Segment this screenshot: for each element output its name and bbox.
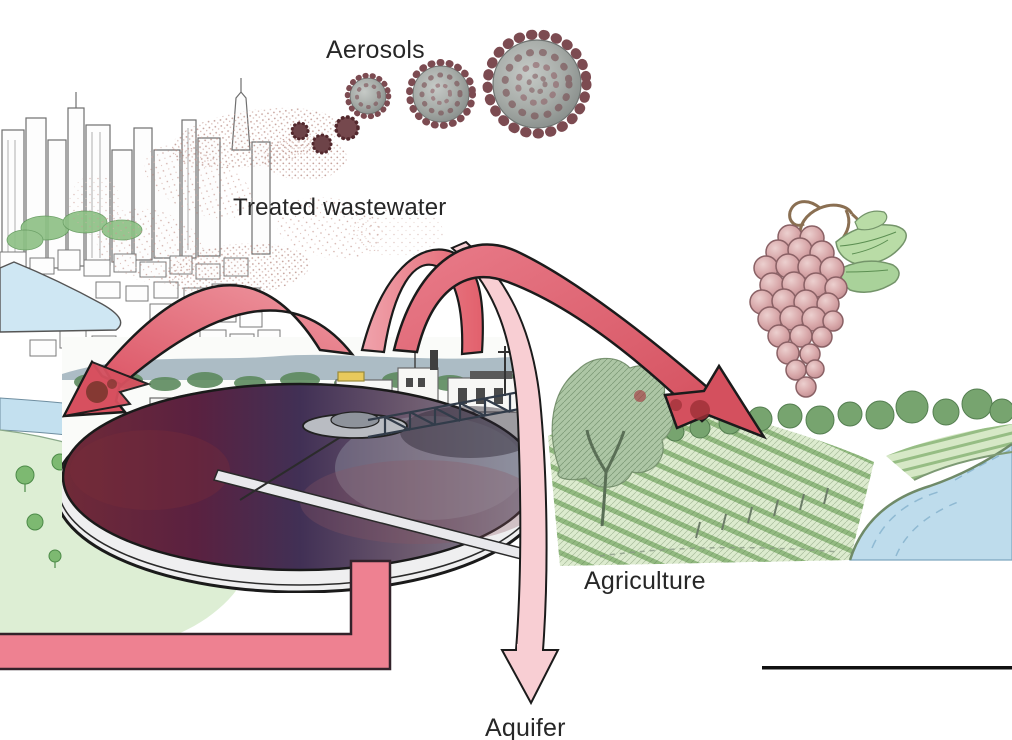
clarifier-tank xyxy=(62,382,525,593)
scraper-arm xyxy=(239,427,356,501)
aerosol-plume xyxy=(69,107,443,297)
label-aerosols: Aerosols xyxy=(326,36,425,64)
weir-wall xyxy=(212,469,525,561)
coronavirus-icon-tiny xyxy=(290,115,360,155)
baseline-rule xyxy=(762,666,1012,670)
label-treated-wastewater: Treated wastewater xyxy=(233,194,447,221)
grape-berries xyxy=(749,224,848,398)
large-tree xyxy=(551,357,675,527)
label-agriculture: Agriculture xyxy=(584,567,706,595)
harbor-bay xyxy=(0,261,122,333)
arrow-to-aquifer xyxy=(450,240,560,706)
reuse-pipe-elbow xyxy=(0,559,392,671)
arrow-to-agriculture xyxy=(392,243,768,440)
fence-posts xyxy=(695,487,829,539)
vineyard-illustration xyxy=(548,357,1012,566)
coronavirus-icon-medium xyxy=(406,59,476,129)
grapes-icon xyxy=(749,200,907,398)
grape-leaves xyxy=(835,210,907,293)
treatment-plant-photo xyxy=(62,337,525,593)
aquifer-arrowhead xyxy=(500,649,560,706)
walkway-bridge xyxy=(367,389,525,439)
coronavirus-icon-small xyxy=(344,72,392,120)
coronavirus-icon-large xyxy=(482,29,592,139)
city-illustration xyxy=(0,78,313,650)
arrow-to-city-river xyxy=(61,284,355,418)
label-aquifer: Aquifer xyxy=(485,714,566,740)
